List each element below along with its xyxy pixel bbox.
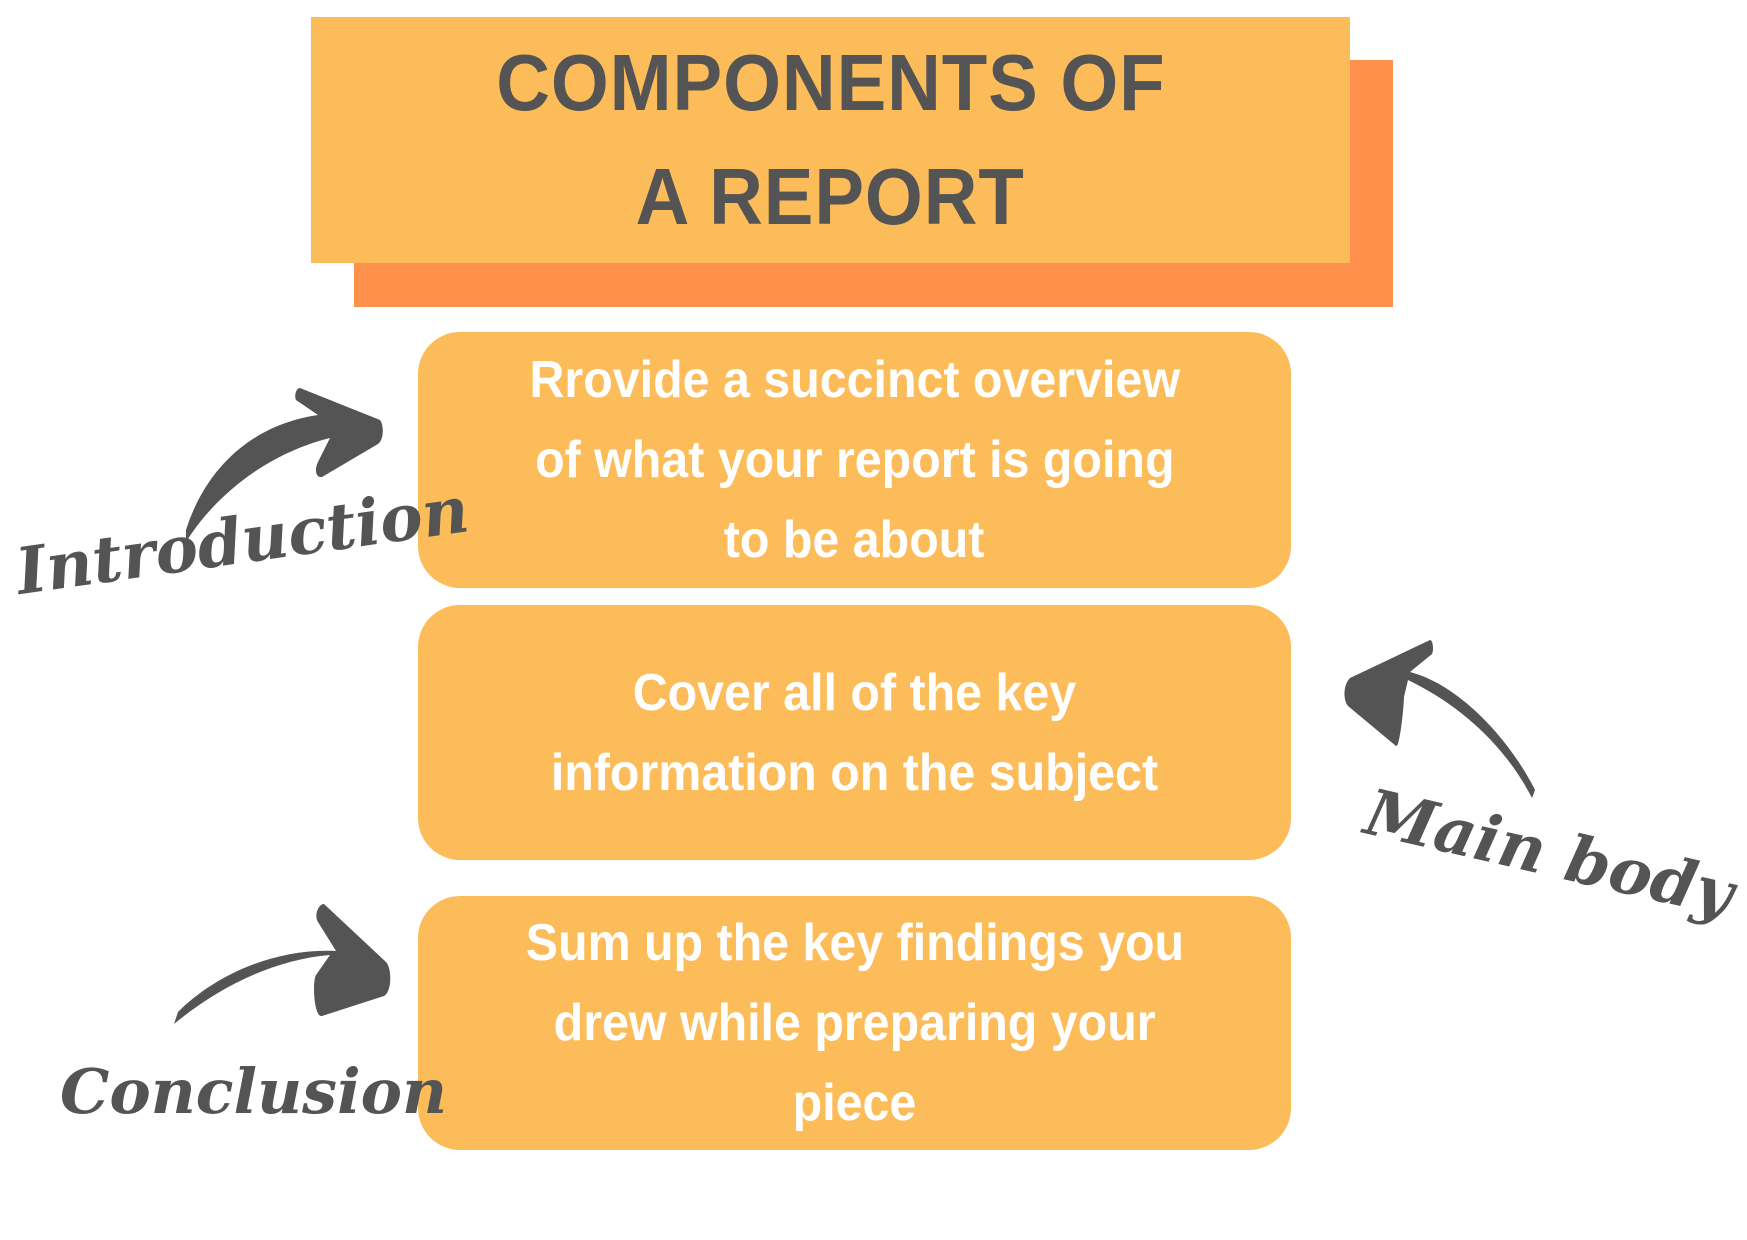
introduction-text-line: of what your report is going xyxy=(534,431,1175,489)
title-line-1: COMPONENTS OF xyxy=(495,38,1166,127)
title-line-2: A REPORT xyxy=(635,152,1026,241)
introduction-card: Rrovide a succinct overview of what your… xyxy=(418,332,1291,588)
conclusion-text-line: drew while preparing your xyxy=(553,994,1156,1052)
main-body-text-line: Cover all of the key xyxy=(632,663,1077,722)
title-block: COMPONENTS OF A REPORT xyxy=(311,17,1350,263)
conclusion-arrow-icon xyxy=(174,904,391,1024)
conclusion-text-line: piece xyxy=(792,1074,917,1132)
introduction-text-line: to be about xyxy=(724,511,985,569)
introduction-arrow-icon xyxy=(186,388,383,542)
main-body-text-line: information on the subject xyxy=(550,743,1159,802)
main-body-arrow-icon xyxy=(1344,640,1535,798)
main-body-card: Cover all of the key information on the … xyxy=(418,605,1291,860)
conclusion-text-line: Sum up the key findings you xyxy=(525,914,1184,972)
conclusion-label: Conclusion xyxy=(60,1055,448,1128)
introduction-text-line: Rrovide a succinct overview xyxy=(529,351,1180,409)
conclusion-card: Sum up the key findings you drew while p… xyxy=(418,896,1291,1150)
